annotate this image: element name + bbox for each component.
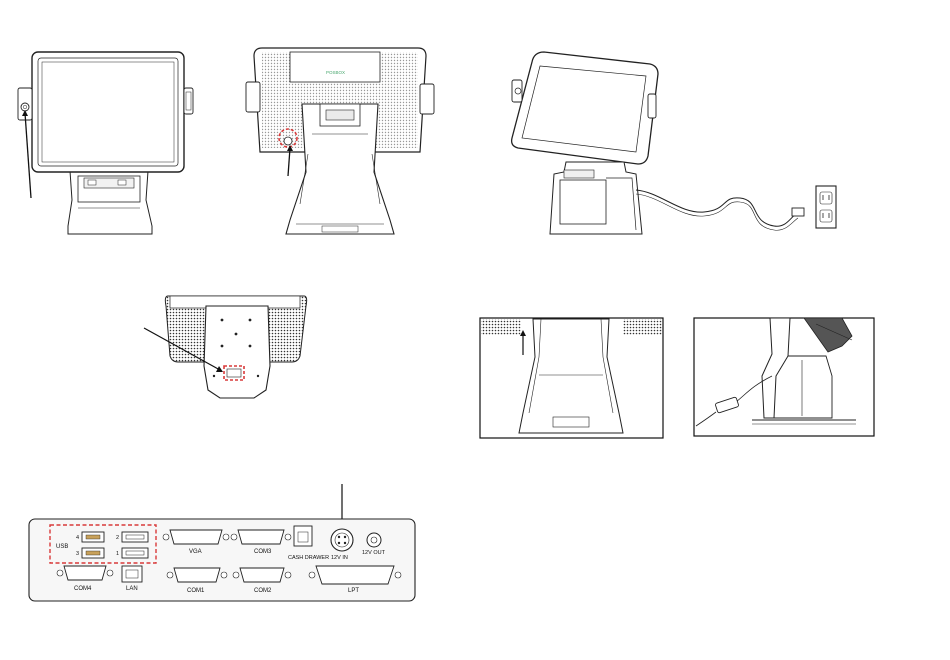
usb-port-4-label: 4: [76, 535, 79, 541]
com3-label: COM3: [254, 549, 272, 555]
power-in-label: 12V IN: [331, 555, 348, 561]
com4-port[interactable]: [64, 566, 106, 580]
bottom-plate-figure: [136, 290, 316, 402]
power-out-label: 12V OUT: [362, 550, 386, 556]
vga-label: VGA: [189, 549, 202, 555]
lpt-port[interactable]: [316, 566, 394, 584]
adapter-closeup-figure: [692, 316, 880, 440]
rear-view-figure: POSBOX: [240, 44, 440, 244]
com2-label: COM2: [254, 588, 272, 594]
stand-closeup-figure: [479, 317, 665, 439]
com1-port[interactable]: [174, 568, 220, 582]
rear-brand-label: POSBOX: [326, 70, 345, 75]
front-view-figure: [14, 48, 204, 248]
com3-port[interactable]: [238, 530, 284, 544]
lan-label: LAN: [126, 586, 138, 592]
usb-port-3-label: 3: [76, 551, 79, 557]
usb-label: USB: [56, 544, 68, 550]
com4-label: COM4: [74, 586, 92, 592]
cash-drawer-label: CASH DRAWER: [288, 555, 329, 561]
lpt-label: LPT: [348, 588, 359, 594]
com2-port[interactable]: [240, 568, 284, 582]
vga-port[interactable]: [170, 530, 222, 544]
io-panel-figure: USB 4 3 2 1 VGA COM3 CASH DRAWER 12V IN: [26, 482, 418, 606]
usb-port-1-label: 1: [116, 551, 119, 557]
com1-label: COM1: [187, 588, 205, 594]
arrow-to-power-button: [25, 113, 31, 198]
power-connection-figure: [484, 44, 850, 244]
usb-port-2-label: 2: [116, 535, 119, 541]
